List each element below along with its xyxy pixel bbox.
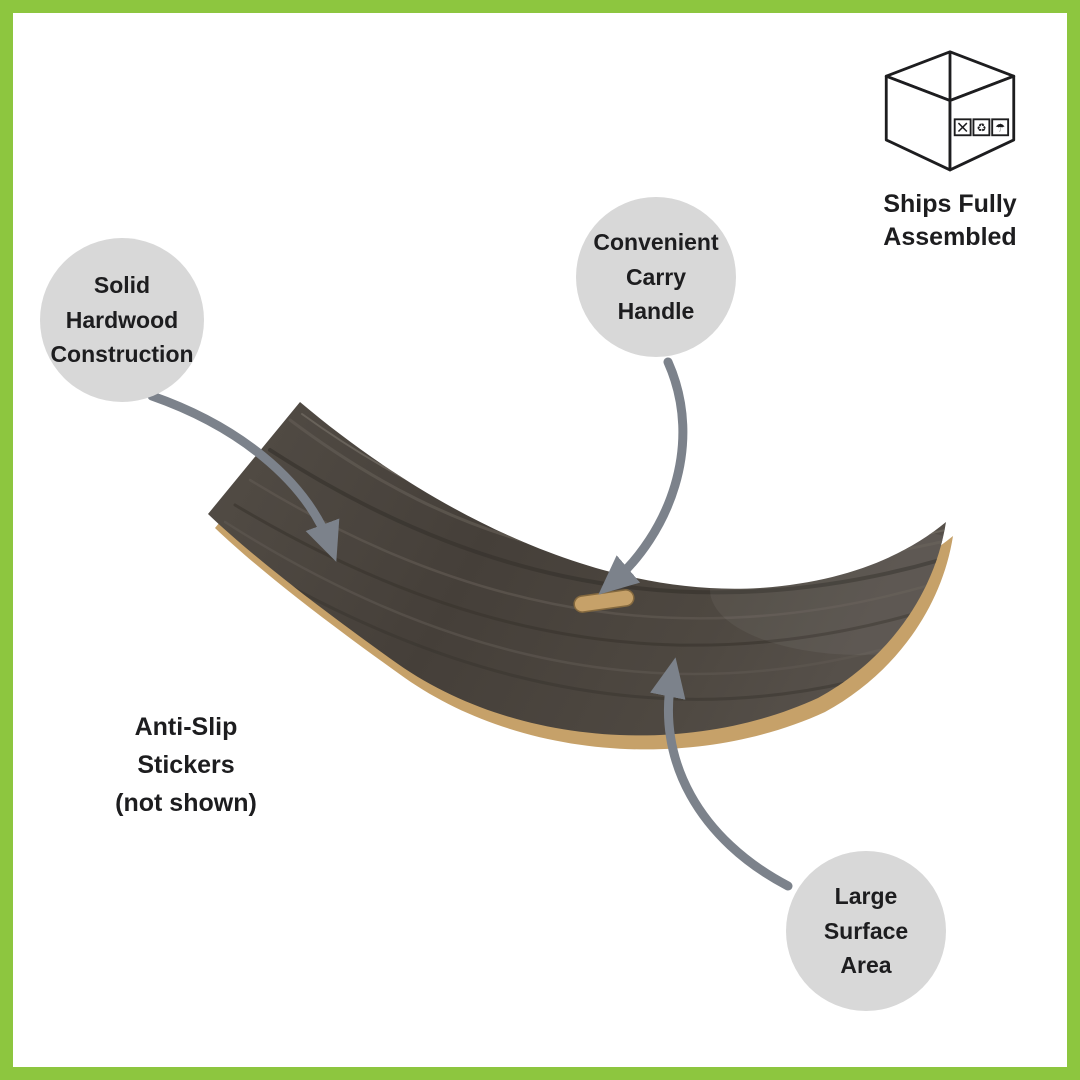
- callout-line: Surface: [823, 917, 909, 944]
- shipping-box-icon: ♻ ☂: [875, 36, 1025, 182]
- recycle-icon: [972, 118, 991, 137]
- arrow-hardwood-icon: [147, 391, 340, 562]
- shipping-info: ♻ ☂ Ships Fully Assembled: [836, 36, 1064, 253]
- callout-line: Hardwood: [65, 306, 179, 333]
- callout-line: Carry: [625, 263, 687, 290]
- arrow-surface-area-icon: [650, 657, 793, 891]
- svg-text:♻: ♻: [976, 122, 986, 135]
- ship-text-line: Assembled: [883, 222, 1017, 251]
- callout-line: Solid: [93, 272, 151, 299]
- callout-carry-handle: Convenient Carry Handle: [576, 197, 736, 357]
- callout-line: Construction: [50, 341, 194, 368]
- balance-board-image: [208, 402, 953, 750]
- callout-line: Area: [840, 952, 892, 979]
- keep-dry-icon: [991, 118, 1010, 137]
- note-line: Anti-Slip: [134, 713, 238, 741]
- note-line: Stickers: [137, 751, 235, 779]
- svg-text:☂: ☂: [995, 122, 1005, 135]
- callout-large-surface: Large Surface Area: [786, 851, 946, 1011]
- ships-fully-assembled-label: Ships Fully Assembled: [883, 188, 1016, 253]
- arrow-carry-handle-icon: [598, 357, 688, 595]
- ship-text-line: Ships Fully: [883, 190, 1017, 218]
- callout-line: Large: [834, 883, 898, 910]
- callout-line: Handle: [617, 298, 695, 325]
- callout-line: Convenient: [593, 229, 719, 256]
- note-line: (not shown): [115, 789, 257, 817]
- anti-slip-note: Anti-Slip Stickers (not shown): [62, 708, 310, 822]
- callout-solid-hardwood: Solid Hardwood Construction: [40, 238, 204, 402]
